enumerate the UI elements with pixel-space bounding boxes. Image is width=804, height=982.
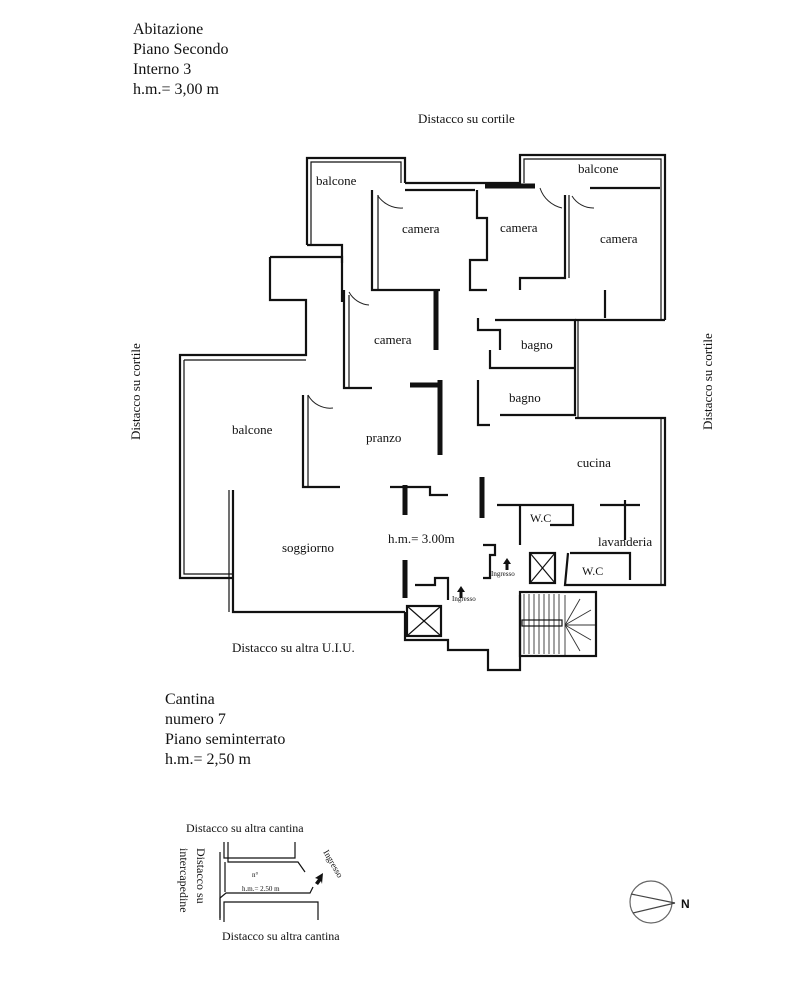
cellar-height-label: h.m.= 2.50 m — [242, 885, 280, 893]
room-pranzo: pranzo — [366, 430, 401, 445]
label-surrounding-top: Distacco su cortile — [418, 111, 515, 126]
cellar-entrance-arrow-icon — [315, 873, 323, 885]
stair-winder — [564, 624, 592, 641]
cellar-floor: Piano seminterrato — [165, 731, 286, 748]
cellar-surrounding-left-line1: Distacco su — [194, 848, 208, 904]
room-balcone-top-left: balcone — [316, 173, 357, 188]
room-soggiorno: soggiorno — [282, 540, 334, 555]
apartment-title: Abitazione — [133, 21, 204, 38]
room-cucina: cucina — [577, 455, 611, 470]
room-balcone-top-right: balcone — [578, 161, 619, 176]
cellar-surrounding-bottom: Distacco su altra cantina — [222, 929, 340, 943]
room-labels: balcone balcone camera camera camera cam… — [232, 161, 652, 603]
room-camera-1: camera — [402, 221, 440, 236]
room-camera-3: camera — [600, 231, 638, 246]
room-camera-2: camera — [500, 220, 538, 235]
compass: N — [629, 880, 690, 924]
stair-winder — [564, 598, 581, 626]
entrance-label-2: Ingresso — [491, 570, 515, 578]
arrow-up-icon — [503, 558, 511, 570]
doors — [307, 187, 595, 409]
label-surrounding-left: Distacco su cortile — [128, 343, 143, 440]
entrance-arrows — [457, 558, 511, 598]
stair-winder — [564, 624, 581, 652]
outer-walls — [178, 153, 667, 672]
cellar-title: Cantina — [165, 691, 215, 708]
service-shafts — [405, 551, 557, 638]
stair-winder — [564, 609, 592, 626]
cellar-entrance-label: Ingresso — [321, 848, 345, 880]
stair-landing — [521, 619, 563, 627]
room-wc-2: W.C — [582, 564, 603, 578]
cellar-number-label: n° — [252, 871, 259, 879]
cellar-plan: Distacco su altra cantina Distacco su al… — [177, 821, 345, 943]
plan-height-label: h.m.= 3.00m — [388, 531, 455, 546]
room-balcone-left: balcone — [232, 422, 273, 437]
cellar-number: numero 7 — [165, 711, 226, 728]
apartment-unit: Interno 3 — [133, 61, 192, 78]
interior-walls — [301, 186, 660, 600]
label-surrounding-right: Distacco su cortile — [700, 333, 715, 430]
compass-circle-icon — [629, 880, 673, 924]
entrance-label-1: Ingresso — [452, 595, 476, 603]
cellar-surrounding-left-line2: intercapedine — [177, 848, 191, 913]
compass-north-label: N — [681, 897, 690, 911]
apartment-info: Abitazione Piano Secondo Interno 3 h.m.=… — [133, 20, 229, 100]
apartment-height: h.m.= 3,00 m — [133, 81, 219, 98]
room-wc-1: W.C — [530, 511, 551, 525]
apartment-floor: Piano Secondo — [133, 41, 229, 58]
staircase — [521, 594, 595, 655]
cellar-info: Cantina numero 7 Piano seminterrato h.m.… — [165, 690, 285, 770]
room-bagno-2: bagno — [509, 390, 541, 405]
room-camera-4: camera — [374, 332, 412, 347]
cellar-height: h.m.= 2,50 m — [165, 751, 251, 768]
arrow-up-icon — [457, 586, 465, 598]
cellar-surrounding-top: Distacco su altra cantina — [186, 821, 304, 835]
room-bagno-1: bagno — [521, 337, 553, 352]
room-lavanderia: lavanderia — [598, 534, 652, 549]
label-surrounding-bottom: Distacco su altra U.I.U. — [232, 640, 355, 655]
